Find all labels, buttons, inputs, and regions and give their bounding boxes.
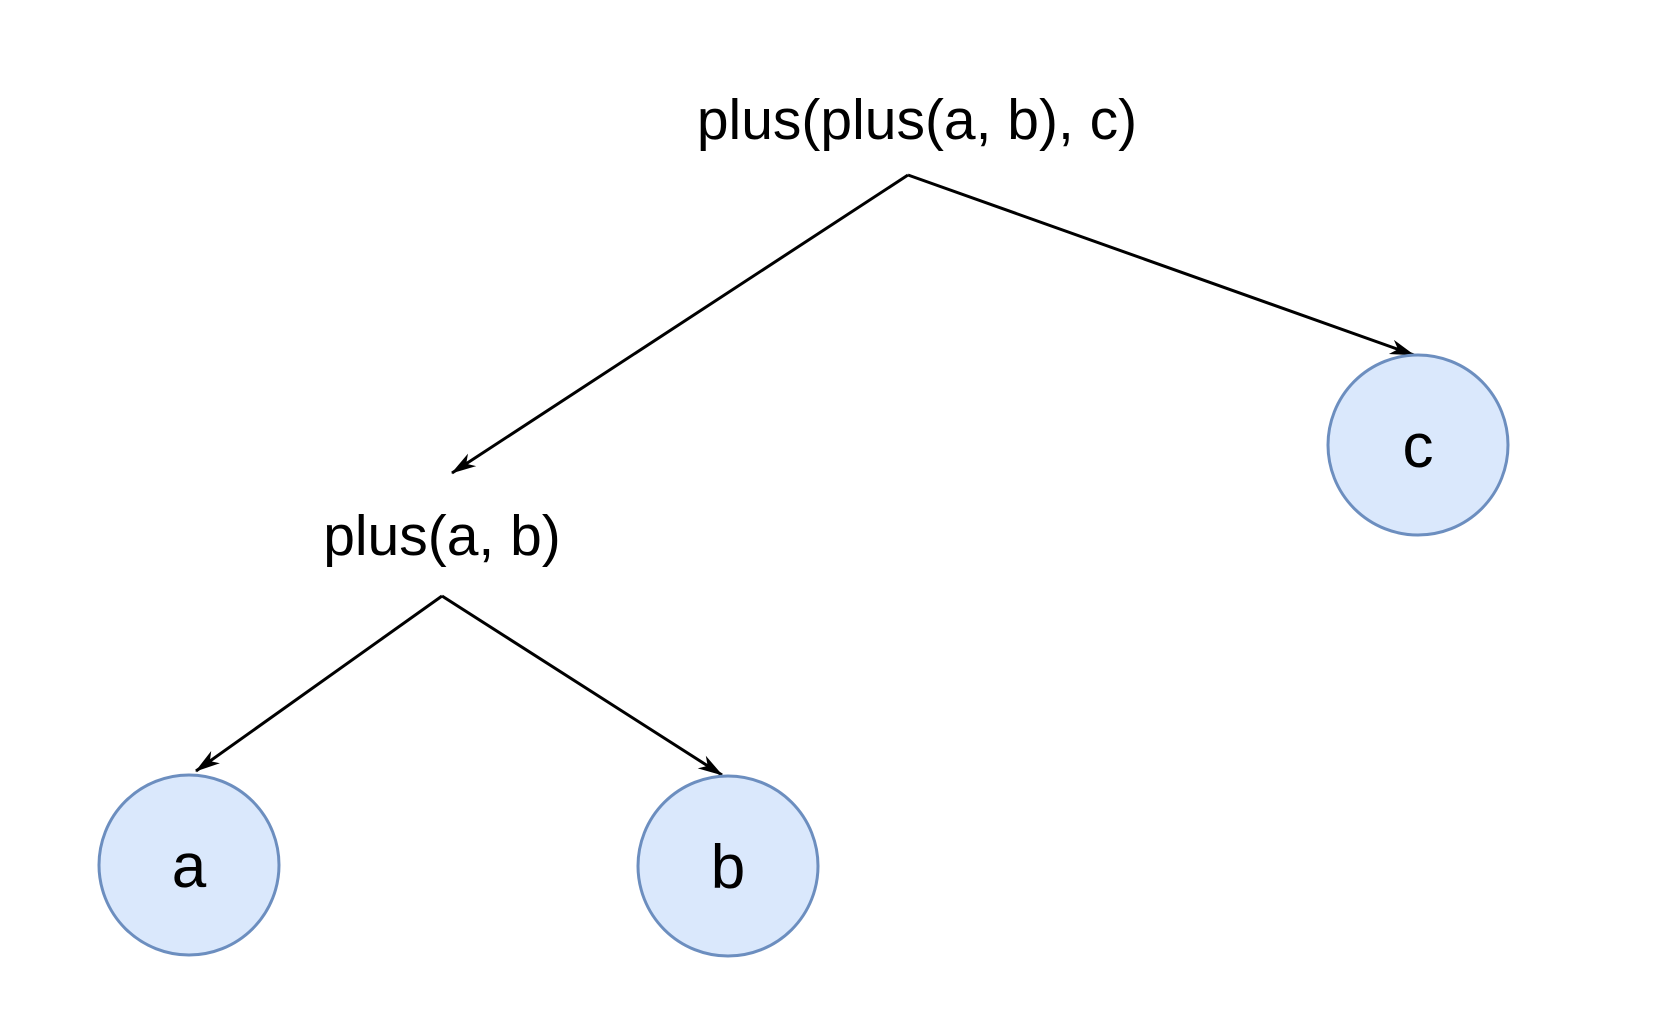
leaf-node-circle-c [1326,353,1510,537]
leaf-node-circle-a [97,773,281,957]
edge-root-to-c [907,173,1415,357]
leaf-node-label-b: b [711,833,745,902]
edge-plus-ab-to-b [441,594,723,777]
expression-label-root: plus(plus(a, b), c) [697,88,1137,152]
edge-root-to-plus-ab [451,173,909,475]
expression-label-plus-ab: plus(a, b) [323,504,561,568]
leaf-node-label-c: c [1403,412,1434,481]
leaf-node-label-a: a [172,832,207,901]
edge-plus-ab-to-a [195,594,443,773]
leaf-node-circle-b [636,774,820,958]
